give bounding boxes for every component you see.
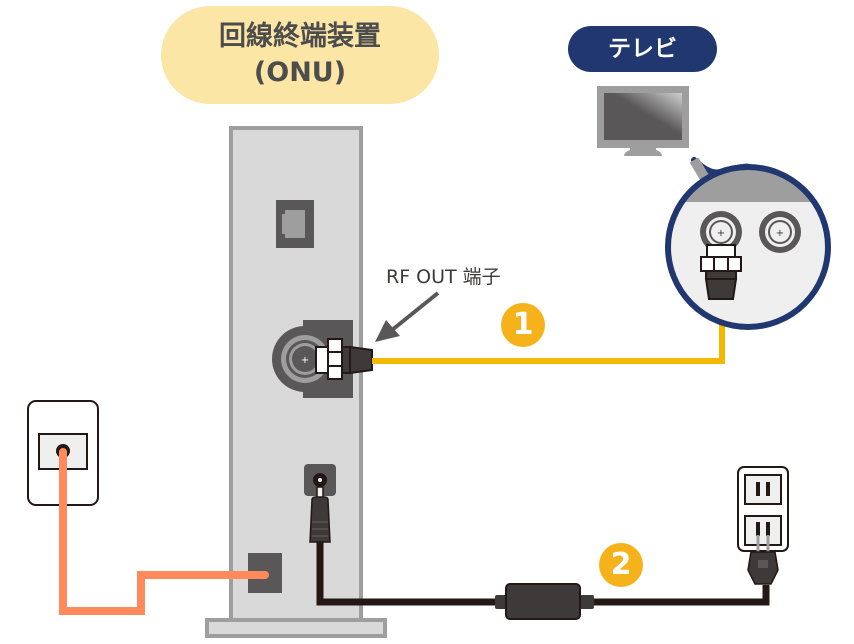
onu-title-label: 回線終端装置 (ONU) [161,6,439,104]
coax-cable [372,300,725,364]
power-adapter-cable [309,486,770,620]
rf-out-label: RF OUT 端子 [386,266,501,288]
step-1-badge: 1 [501,303,545,347]
svg-text:+: + [301,355,309,366]
svg-text:+: + [776,228,784,239]
tv-antenna-terminal-callout: + + [665,157,831,330]
ac-adapter [505,583,581,620]
onu-title-line2: (ONU) [253,57,347,88]
dc-power-jack [304,464,336,496]
onu-stand [205,618,387,638]
fiber-cable [59,448,269,615]
lan-port [276,200,314,248]
power-outlet [737,466,789,585]
tv-icon [597,86,689,156]
svg-text:+: + [717,228,725,239]
coax-connector-onu [315,338,373,380]
step-2-badge: 2 [599,543,643,587]
tv-label: テレビ [568,26,717,72]
rf-out-pointer-arrow [375,291,440,342]
onu-title-line1: 回線終端装置 [219,21,381,52]
onu-device: + [205,126,387,638]
